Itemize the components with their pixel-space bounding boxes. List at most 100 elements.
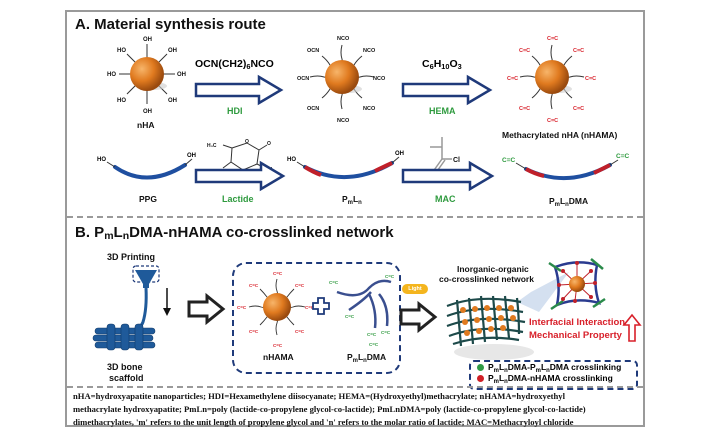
svg-text:C=C: C=C bbox=[519, 48, 530, 54]
svg-text:OH: OH bbox=[143, 37, 152, 43]
nco-sphere bbox=[325, 60, 359, 94]
nhama-component-sphere bbox=[263, 293, 291, 321]
network-label-2: co-crosslinked network bbox=[439, 274, 534, 284]
svg-text:HO: HO bbox=[117, 48, 126, 54]
light-badge: Light bbox=[402, 284, 428, 294]
svg-text:C=C: C=C bbox=[573, 106, 584, 112]
scaffold-label-1: 3D bone bbox=[107, 362, 143, 372]
ppg-polymer: HO OH bbox=[97, 153, 196, 180]
pmlndma-a-n: n bbox=[565, 202, 569, 208]
pmlndma-b-p: P bbox=[347, 352, 353, 362]
mac-arrow-icon bbox=[401, 160, 495, 192]
hema-formula-o-sub: 3 bbox=[457, 62, 462, 71]
svg-text:OH: OH bbox=[395, 151, 404, 157]
legend-0-mid: DMA-P bbox=[507, 362, 536, 372]
ppg-label: PPG bbox=[139, 194, 157, 204]
svg-text:OH: OH bbox=[168, 48, 177, 54]
svg-text:C=C: C=C bbox=[249, 329, 259, 334]
pmln-polymer: HO OH bbox=[287, 151, 404, 179]
scaffold-label-2: scaffold bbox=[109, 373, 144, 383]
figure-frame: A. Material synthesis route OH OH HO OH HO… bbox=[65, 10, 645, 427]
network-cell-zoom bbox=[548, 258, 606, 311]
caption-line-2: methacrylate hydroxyapatite; PmLn=poly (… bbox=[73, 404, 586, 414]
legend-0-l2: L bbox=[540, 362, 547, 372]
hema-formula-c-sub: 6 bbox=[429, 62, 434, 71]
svg-text:C=C: C=C bbox=[295, 283, 305, 288]
legend-item-pmlndma-pmlndma: PmLnDMA-PmLnDMA crosslinking bbox=[477, 362, 621, 374]
legend-0-p: P bbox=[488, 362, 494, 372]
caption-line-1: nHA=hydroxyapatite nanoparticles; HDI=He… bbox=[73, 391, 565, 401]
plus-icon bbox=[312, 297, 330, 315]
legend-box bbox=[469, 360, 638, 390]
legend-0-m: m bbox=[493, 368, 499, 374]
svg-text:C=C: C=C bbox=[573, 48, 584, 54]
interfacial-interaction-label: Interfacial Interaction bbox=[529, 317, 626, 328]
svg-text:NCO: NCO bbox=[363, 48, 376, 54]
svg-text:HO: HO bbox=[107, 72, 116, 78]
pmlndma-b-n: n bbox=[363, 358, 367, 364]
svg-text:HO: HO bbox=[287, 157, 296, 163]
svg-text:C=C: C=C bbox=[273, 343, 283, 348]
svg-text:C=C: C=C bbox=[345, 314, 355, 319]
svg-text:C=C: C=C bbox=[369, 342, 379, 347]
hema-formula: C6H10O3 bbox=[422, 58, 462, 71]
hdi-label: HDI bbox=[227, 106, 243, 116]
legend-1-p: P bbox=[488, 373, 494, 383]
legend-0-m2: m bbox=[535, 368, 541, 374]
hdi-formula-base: OCN(CH2) bbox=[195, 58, 247, 70]
svg-text:C=C: C=C bbox=[547, 118, 558, 124]
hdi-formula-tail: NCO bbox=[250, 58, 274, 70]
svg-text:C=C: C=C bbox=[585, 76, 596, 82]
nha-sphere bbox=[130, 57, 164, 91]
nhama-label: Methacrylated nHA (nHAMA) bbox=[502, 130, 618, 140]
pmln-l: L bbox=[352, 194, 359, 204]
pmlndma-component-label: PmLnDMA bbox=[347, 352, 386, 364]
mac-label: MAC bbox=[435, 194, 456, 204]
svg-text:C=C: C=C bbox=[273, 271, 283, 276]
legend-0-post: DMA crosslinking bbox=[549, 362, 622, 372]
increase-arrow-icon bbox=[622, 313, 642, 342]
pmlndma-a-l: L bbox=[559, 196, 566, 206]
lactide-label: Lactide bbox=[222, 194, 254, 204]
svg-text:C=C: C=C bbox=[385, 274, 395, 279]
3d-printing-label: 3D Printing bbox=[107, 252, 156, 262]
hema-formula-o: O bbox=[449, 58, 458, 70]
crosslinked-network-illustration bbox=[446, 272, 569, 360]
svg-text:O: O bbox=[267, 141, 271, 147]
svg-text:C=C: C=C bbox=[547, 36, 558, 42]
svg-text:NCO: NCO bbox=[337, 118, 350, 124]
caption-line-3: dimethacrylates, 'm' refers to the unit … bbox=[73, 417, 574, 427]
legend-1-mid: DMA-nHAMA crosslinking bbox=[507, 373, 613, 383]
lactide-arrow-icon bbox=[194, 160, 286, 192]
svg-text:C=C: C=C bbox=[367, 332, 377, 337]
legend-item-pmlndma-nhama: PmLnDMA-nHAMA crosslinking bbox=[477, 373, 613, 385]
svg-text:HO: HO bbox=[117, 98, 126, 104]
svg-text:C=C: C=C bbox=[249, 283, 259, 288]
svg-text:OH: OH bbox=[168, 98, 177, 104]
process-arrow-2-icon bbox=[399, 300, 438, 334]
pmlndma-b-l: L bbox=[357, 352, 364, 362]
svg-text:NCO: NCO bbox=[337, 36, 350, 42]
panel-b-title-post: DMA-nHAMA co-crosslinked network bbox=[129, 224, 394, 241]
pmlndma-b-m: m bbox=[352, 358, 358, 364]
hdi-formula: OCN(CH2)6NCO bbox=[195, 58, 274, 71]
hema-formula-h-sub: 10 bbox=[441, 62, 450, 71]
nhama-sphere bbox=[535, 60, 569, 94]
legend-0-n2: n bbox=[546, 368, 550, 374]
hdi-arrow-icon bbox=[194, 74, 284, 106]
hema-arrow-icon bbox=[401, 74, 493, 106]
svg-text:HO: HO bbox=[97, 157, 106, 163]
svg-text:C=C: C=C bbox=[237, 305, 247, 310]
pmlndma-b-tail: DMA bbox=[366, 352, 387, 362]
panel-b-title-n: n bbox=[122, 230, 130, 242]
panel-a-title: A. Material synthesis route bbox=[75, 16, 266, 33]
pmlndma-polymer: C=C C=C bbox=[502, 153, 629, 180]
pmln-m: m bbox=[347, 200, 353, 206]
3d-scaffold-illustration bbox=[92, 265, 171, 351]
svg-text:C=C: C=C bbox=[305, 305, 315, 310]
